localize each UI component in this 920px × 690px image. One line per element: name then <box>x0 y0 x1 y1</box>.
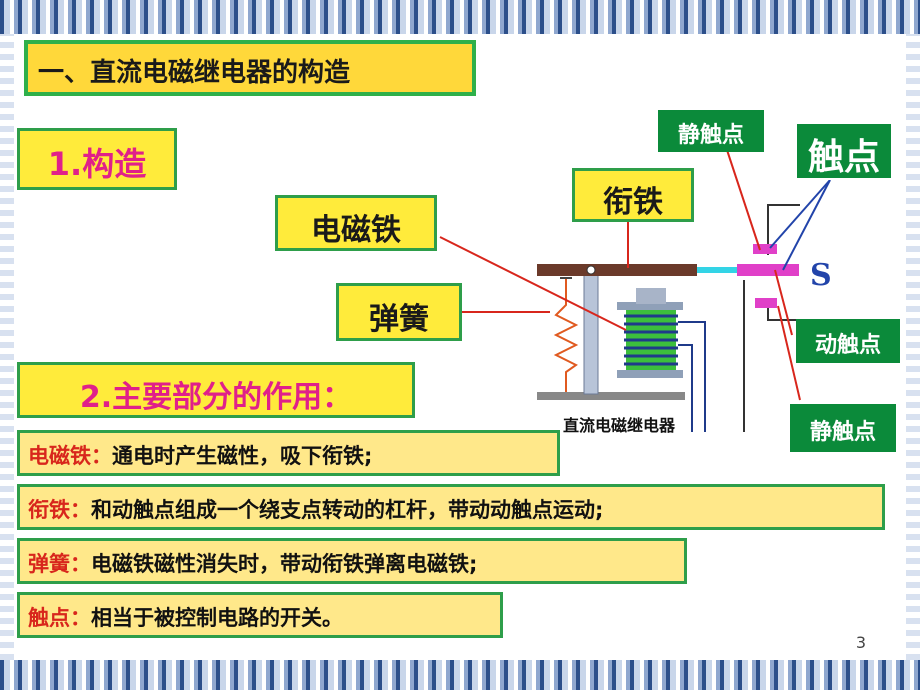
slide-title: 一、直流电磁继电器的构造 <box>24 40 476 96</box>
decorative-border-left <box>0 34 14 660</box>
coil-wire-2 <box>678 344 693 432</box>
label-moving-contact: 动触点 <box>796 319 900 363</box>
switch-frame-lower <box>767 306 800 321</box>
switch-s-label: S <box>810 258 832 293</box>
relay-post <box>583 269 599 395</box>
decorative-border-right <box>906 34 920 660</box>
function-row-contacts: 触点：相当于被控制电路的开关。 <box>17 592 503 638</box>
section-functions-heading: 2.主要部分的作用： <box>17 362 415 418</box>
decorative-border-top <box>0 0 920 34</box>
label-static-contact-bottom: 静触点 <box>790 404 896 452</box>
function-row-spring: 弹簧：电磁铁磁性消失时，带动衔铁弹离电磁铁; <box>17 538 687 584</box>
coil-wire-1 <box>678 321 706 432</box>
page-number: 3 <box>855 633 866 652</box>
coil-top-plate <box>617 302 683 310</box>
function-key: 衔铁： <box>28 498 91 522</box>
function-key: 触点： <box>28 606 91 630</box>
diagram-caption: 直流电磁继电器 <box>563 416 676 435</box>
function-key: 电磁铁： <box>28 444 112 468</box>
function-key: 弹簧： <box>28 552 91 576</box>
pivot-point <box>586 265 596 275</box>
armature-bar <box>537 264 697 276</box>
armature-link <box>697 267 737 273</box>
coil-bottom-plate <box>617 370 683 378</box>
function-value: 和动触点组成一个绕支点转动的杠杆，带动动触点运动; <box>91 498 604 522</box>
static-contact-bottom-shape <box>755 298 777 308</box>
function-value: 相当于被控制电路的开关。 <box>91 606 343 630</box>
static-contact-top-shape <box>753 244 777 254</box>
switch-frame <box>767 204 800 255</box>
function-value: 通电时产生磁性，吸下衔铁; <box>112 444 373 468</box>
section-structure-heading: 1.构造 <box>17 128 177 190</box>
spring <box>553 278 579 392</box>
label-armature: 衔铁 <box>572 168 694 222</box>
label-static-contact-top: 静触点 <box>658 110 764 152</box>
decorative-border-bottom <box>0 660 920 690</box>
label-contacts: 触点 <box>795 122 893 180</box>
relay-base <box>537 392 685 400</box>
coil-core-top <box>636 288 666 304</box>
moving-contact-shape <box>737 264 799 276</box>
function-row-armature: 衔铁：和动触点组成一个绕支点转动的杠杆，带动动触点运动; <box>17 484 885 530</box>
function-row-electromagnet: 电磁铁：通电时产生磁性，吸下衔铁; <box>17 430 560 476</box>
label-electromagnet: 电磁铁 <box>275 195 437 251</box>
label-spring: 弹簧 <box>336 283 462 341</box>
function-value: 电磁铁磁性消失时，带动衔铁弹离电磁铁; <box>91 552 478 576</box>
